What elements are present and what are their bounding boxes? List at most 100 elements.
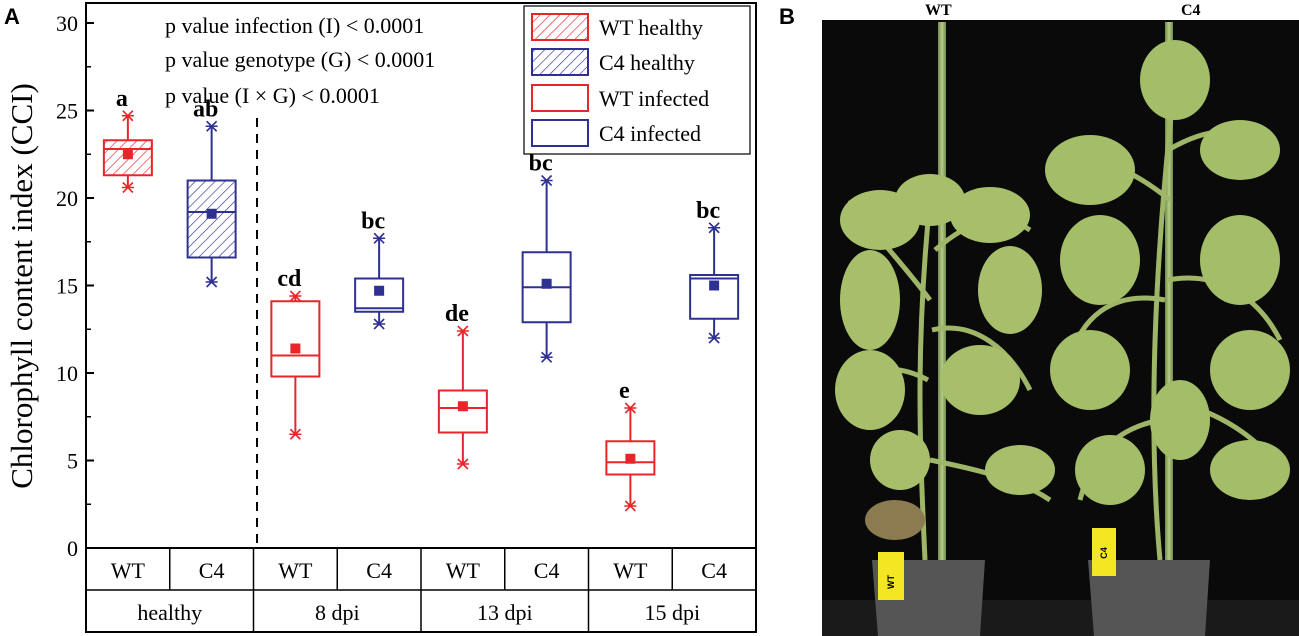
whisker-cap: [708, 332, 721, 344]
significance-letter: bc: [361, 208, 385, 234]
whisker-cap: [624, 402, 637, 414]
stat-infection: p value infection (I) < 0.0001: [165, 13, 424, 38]
plant-label-c4: C4: [1181, 2, 1201, 19]
photo-header: [822, 0, 1299, 20]
plant-foliage: [1045, 40, 1290, 505]
box-body: [605, 440, 656, 476]
box-body: [186, 179, 237, 259]
pot-tag-wt: [878, 552, 904, 600]
whisker-cap: [121, 181, 134, 194]
box-body: [354, 277, 405, 313]
y-tick-label: 30: [56, 11, 78, 36]
mean-marker: [374, 285, 385, 296]
plant-label-wt: WT: [925, 2, 952, 19]
stat-genotype: p value genotype (G) < 0.0001: [165, 47, 435, 72]
legend-item-c4-healthy: C4 healthy: [531, 48, 695, 76]
whisker-cap: [540, 174, 553, 187]
stats-annotation: p value infection (I) < 0.0001 p value g…: [165, 13, 435, 108]
whisker-cap: [121, 110, 134, 122]
panel-b: B WT C4: [779, 0, 1299, 636]
box-wt-13-dpi: de: [437, 301, 488, 470]
mean-marker: [625, 453, 636, 464]
group-label: 15 dpi: [644, 600, 700, 625]
legend-label: C4 infected: [599, 121, 701, 146]
pot-tag-c4: [1092, 528, 1116, 576]
significance-letter: de: [445, 301, 469, 327]
group-label: 8 dpi: [315, 600, 360, 625]
whisker-cap: [624, 500, 637, 512]
significance-letter: ab: [193, 96, 218, 122]
support-stake: [1165, 22, 1173, 582]
mean-marker: [709, 280, 720, 291]
pot-tag-c4-text: C4: [1099, 547, 1109, 559]
legend-label: WT infected: [599, 86, 709, 111]
y-axis-label: Chlorophyll content index (CCI): [4, 83, 39, 489]
whisker-cap: [289, 290, 302, 302]
y-tick-label: 25: [56, 99, 78, 124]
y-tick-label: 20: [56, 186, 78, 211]
panel-b-label: B: [779, 4, 795, 29]
legend-label: WT healthy: [599, 15, 703, 40]
legend-swatch: [531, 84, 589, 112]
genotype-label: WT: [446, 558, 481, 583]
box-body: [437, 389, 488, 434]
legend-swatch: [531, 119, 589, 147]
box-c4-8-dpi: bc: [354, 208, 405, 330]
y-tick-label: 15: [56, 274, 78, 299]
mean-marker: [290, 343, 301, 354]
box-body: [270, 300, 321, 378]
box-series: a ab cd bc de bc e bc: [102, 86, 740, 512]
box-wt-healthy: a: [102, 86, 153, 194]
legend-item-wt-healthy: WT healthy: [531, 13, 703, 41]
significance-letter: a: [116, 86, 128, 112]
whisker-cap: [708, 222, 721, 234]
legend-item-wt-infected: WT infected: [531, 84, 709, 112]
y-tick-label: 5: [67, 449, 78, 474]
panel-a-label: A: [4, 4, 20, 29]
box-wt-15-dpi: e: [605, 378, 656, 512]
legend-swatch: [531, 48, 589, 76]
genotype-label: WT: [613, 558, 648, 583]
group-label: healthy: [137, 600, 202, 625]
mean-marker: [122, 149, 133, 160]
group-label: 13 dpi: [477, 600, 533, 625]
whisker-cap: [373, 318, 386, 330]
whisker-cap: [540, 351, 553, 363]
significance-letter: cd: [277, 266, 302, 292]
box-c4-15-dpi: bc: [689, 198, 740, 344]
box-body: [689, 274, 740, 320]
c4-plant: C4: [1045, 22, 1290, 636]
genotype-label: WT: [278, 558, 313, 583]
plant-photo: WT C4: [822, 0, 1299, 636]
legend-item-c4-infected: C4 infected: [531, 119, 701, 147]
mean-marker: [541, 278, 552, 289]
box-c4-healthy: ab: [186, 96, 237, 288]
significance-letter: bc: [696, 198, 720, 224]
legend: WT healthy C4 healthy WT infected C4 inf…: [523, 5, 751, 155]
whisker-cap: [205, 120, 218, 132]
significance-letter: bc: [529, 151, 553, 177]
genotype-label: C4: [701, 558, 727, 583]
box-wt-8-dpi: cd: [270, 266, 321, 440]
box-c4-13-dpi: bc: [521, 151, 572, 363]
legend-swatch: [531, 13, 589, 41]
pot-tag-wt-text: WT: [886, 575, 896, 589]
support-stake: [938, 22, 946, 577]
genotype-label: WT: [111, 558, 146, 583]
whisker-cap: [373, 232, 386, 244]
wilted-leaf: [865, 500, 925, 540]
legend-label: C4 healthy: [599, 50, 695, 75]
panel-a: A Chlorophyll content index (CCI) 051015…: [4, 2, 757, 633]
significance-letter: e: [619, 378, 630, 404]
mean-marker: [206, 208, 217, 219]
pot-c4: [1088, 560, 1210, 636]
genotype-label: C4: [199, 558, 225, 583]
whisker-cap: [289, 428, 302, 440]
genotype-label: C4: [534, 558, 560, 583]
mean-marker: [457, 401, 468, 412]
wt-plant: WT: [835, 22, 1055, 636]
